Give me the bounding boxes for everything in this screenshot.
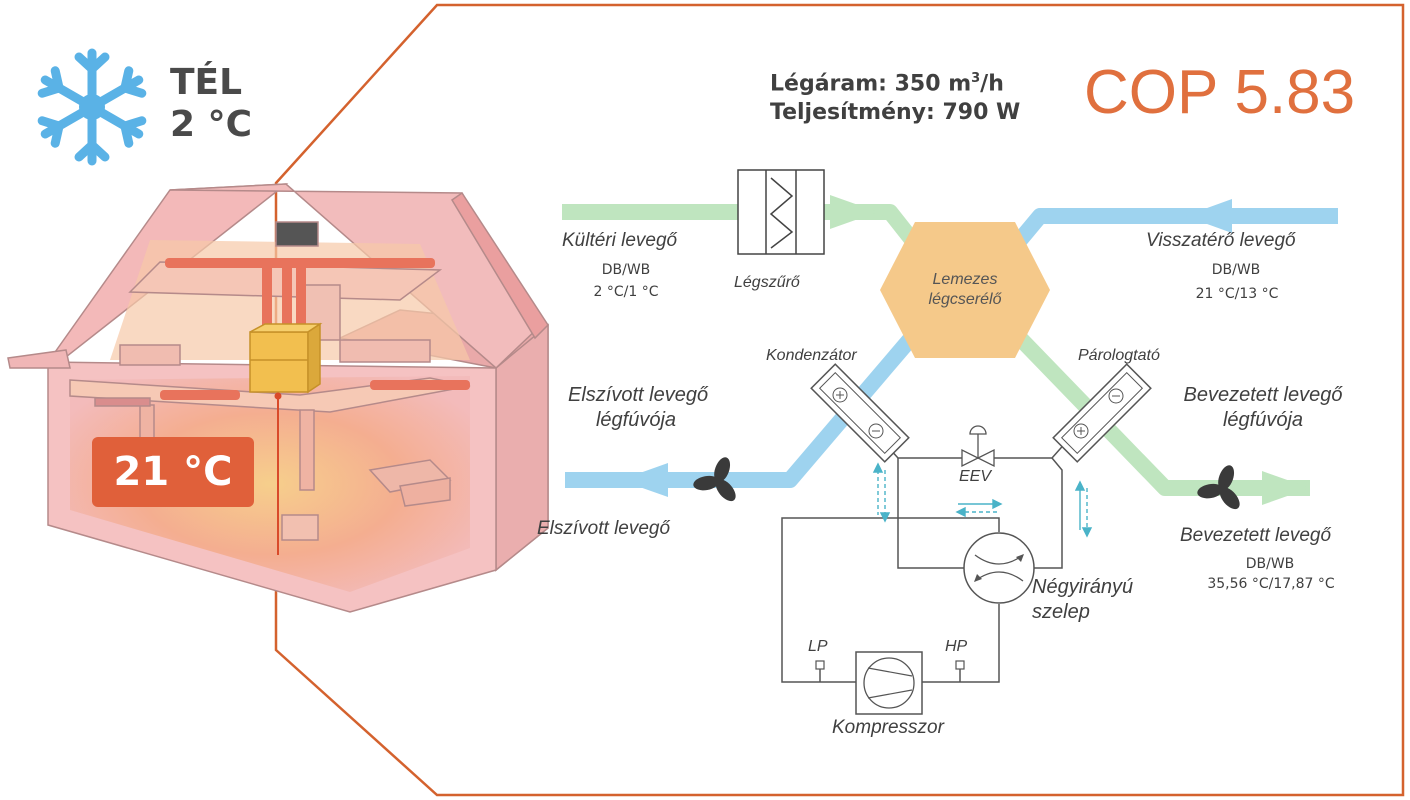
airflow-sup: 3 bbox=[971, 71, 981, 86]
outdoor-air-arrow bbox=[830, 195, 878, 229]
supply-values: 35,56 °C/17,87 °C bbox=[1207, 576, 1335, 592]
hp-label: HP bbox=[945, 638, 968, 655]
exhaust-air-arrow bbox=[620, 463, 668, 497]
refrigerant-flow-arrows bbox=[872, 462, 1093, 538]
plate-heat-exchanger bbox=[880, 222, 1050, 358]
air-filter bbox=[737, 169, 825, 255]
exchanger-label-line1: Lemezes bbox=[932, 271, 998, 288]
airflow-text: Légáram: 350 m3/h bbox=[770, 64, 1020, 98]
supply-air-label: Bevezetett levegő bbox=[1180, 525, 1332, 546]
airflow-prefix: Légáram: 350 m bbox=[770, 71, 972, 97]
supply-air-arrow bbox=[1262, 471, 1310, 505]
outdoor-dbwb-label: DB/WB bbox=[601, 262, 651, 278]
season-title: TÉL bbox=[170, 62, 243, 103]
supply-fan-label-line1: Bevezetett levegő bbox=[1183, 384, 1343, 406]
power-text: Teljesítmény: 790 W bbox=[770, 100, 1021, 126]
exchanger-label-line2: légcserélő bbox=[928, 291, 1002, 308]
airflow-suffix: /h bbox=[980, 71, 1004, 97]
return-values: 21 °C/13 °C bbox=[1195, 286, 1279, 302]
evaporator-plus-icon bbox=[1073, 423, 1089, 439]
frame-outline bbox=[274, 3, 1405, 797]
four-way-valve-icon bbox=[963, 532, 1035, 604]
lp-label: LP bbox=[808, 638, 828, 655]
filter-label: Légszűrő bbox=[734, 274, 800, 291]
exhaust-fan-label-line2: légfúvója bbox=[595, 409, 677, 431]
season-block: TÉL 2 °C bbox=[170, 62, 252, 146]
evaporator-label: Párologtató bbox=[1078, 347, 1160, 364]
supply-dbwb-label: DB/WB bbox=[1245, 556, 1295, 572]
eev-valve-icon bbox=[961, 425, 995, 468]
evaporator-minus-icon bbox=[1108, 388, 1124, 404]
outdoor-values: 2 °C/1 °C bbox=[593, 284, 659, 300]
lp-sensor bbox=[815, 660, 825, 670]
supply-air-stream bbox=[1006, 324, 1310, 496]
snowflake-icon bbox=[37, 48, 147, 166]
condenser-plus-icon bbox=[832, 387, 848, 403]
supply-fan-icon bbox=[1197, 465, 1240, 510]
four-way-valve-label: Négyirányú szelep bbox=[1032, 575, 1133, 625]
outdoor-temperature: 2 °C bbox=[170, 104, 253, 145]
eev-label: EEV bbox=[959, 468, 992, 485]
return-dbwb-label: DB/WB bbox=[1211, 262, 1261, 278]
info-block: Légáram: 350 m3/h Teljesítmény: 790 W bbox=[770, 64, 1020, 127]
compressor-label: Kompresszor bbox=[832, 717, 944, 738]
four-way-valve-label-line1: Négyirányú bbox=[1032, 576, 1134, 598]
four-way-valve-label-line2: szelep bbox=[1032, 601, 1090, 623]
exhaust-fan-label: Elszívott levegő légfúvója bbox=[568, 383, 709, 433]
house-illustration bbox=[7, 183, 549, 613]
exhaust-fan-label-line1: Elszívott levegő bbox=[568, 384, 709, 406]
exhaust-air-label: Elszívott levegő bbox=[537, 518, 671, 539]
cop-value: COP 5.83 bbox=[1084, 58, 1356, 127]
hp-sensor bbox=[955, 660, 965, 670]
supply-fan-label-line2: légfúvója bbox=[1222, 409, 1304, 431]
return-air-arrow bbox=[1185, 199, 1232, 233]
exhaust-fan-icon bbox=[693, 457, 736, 502]
exchanger-label: Lemezes légcserélő bbox=[895, 270, 1035, 310]
condenser-minus-icon bbox=[868, 423, 884, 439]
compressor-icon bbox=[855, 651, 923, 715]
supply-fan-label: Bevezetett levegő légfúvója bbox=[1170, 383, 1356, 433]
outdoor-air-label: Kültéri levegő bbox=[562, 230, 678, 251]
condenser-label: Kondenzátor bbox=[766, 347, 857, 364]
return-air-label: Visszatérő levegő bbox=[1146, 230, 1296, 251]
indoor-temperature-badge: 21 °C bbox=[92, 437, 254, 507]
